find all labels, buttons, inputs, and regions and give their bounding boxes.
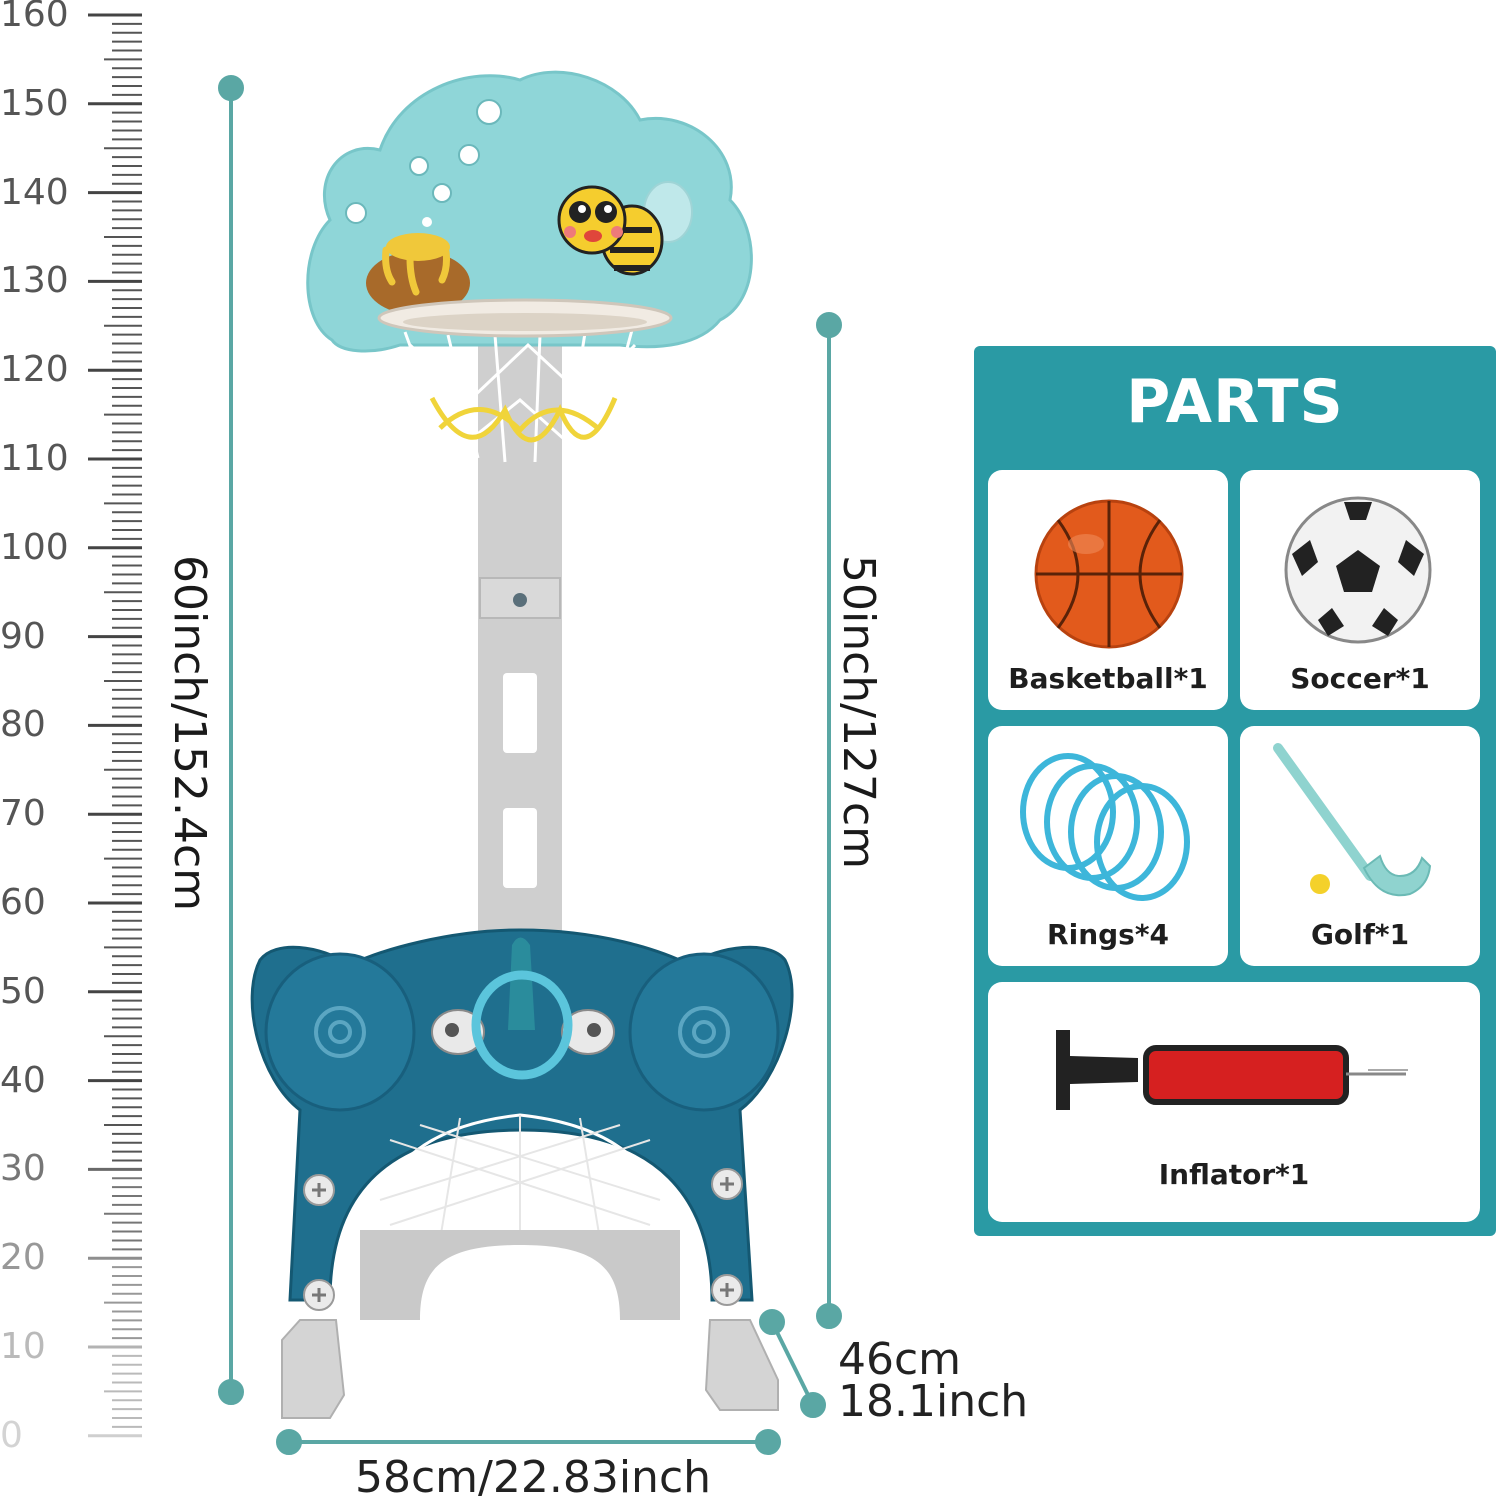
part-card-soccer: Soccer*1 — [1240, 470, 1480, 710]
depth-dimension-line — [759, 1309, 826, 1418]
parts-panel: PARTS Basketball*1 Soccer*1 — [974, 346, 1496, 1236]
ruler-label: 100 — [0, 526, 69, 568]
height-pole — [478, 330, 562, 950]
cloud-backboard — [306, 70, 753, 353]
part-label-golf: Golf*1 — [1310, 918, 1410, 951]
honey-pot-decal — [366, 233, 470, 315]
ruler-label: 130 — [0, 260, 69, 302]
bee-decal — [557, 181, 693, 276]
ruler-label: 30 — [0, 1148, 46, 1190]
ruler-label: 50 — [0, 970, 46, 1012]
ruler-label: 20 — [0, 1237, 46, 1279]
part-card-golf: Golf*1 — [1240, 726, 1480, 966]
total-height-label: 60inch/152.4cm — [164, 555, 215, 912]
soccer-ball-icon — [1284, 496, 1432, 644]
rings-icon — [1020, 753, 1190, 901]
ruler-label: 90 — [0, 615, 46, 657]
depth-inch-label: 18.1inch — [838, 1376, 1029, 1427]
elephant-base — [250, 928, 794, 1419]
part-label-basketball: Basketball*1 — [1008, 662, 1208, 695]
ruler-label: 120 — [0, 349, 69, 391]
part-label-rings: Rings*4 — [1047, 918, 1169, 951]
ruler-label: 70 — [0, 793, 46, 835]
ruler-label: 160 — [0, 0, 69, 35]
pole-height-dimension-line — [816, 312, 842, 1329]
pole-height-label: 50inch/127cm — [833, 555, 884, 870]
basketball-icon — [1034, 499, 1184, 649]
ruler-label: 140 — [0, 171, 69, 213]
part-card-basketball: Basketball*1 — [988, 470, 1228, 710]
part-label-soccer: Soccer*1 — [1290, 662, 1430, 695]
depth-cm-label: 46cm — [838, 1334, 962, 1385]
total-height-dimension-line — [218, 75, 244, 1405]
part-card-inflator: Inflator*1 — [988, 982, 1480, 1222]
ruler-label: 40 — [0, 1059, 46, 1101]
width-dimension-line — [276, 1429, 781, 1455]
ruler-ticks — [88, 13, 142, 1438]
width-label: 58cm/22.83inch — [355, 1452, 712, 1503]
parts-title: PARTS — [1126, 367, 1344, 437]
ruler-label: 0 — [0, 1414, 23, 1456]
ruler-label: 110 — [0, 438, 69, 479]
pump-icon — [1056, 1030, 1408, 1110]
basketball-hoop — [377, 298, 673, 463]
ruler-label: 60 — [0, 882, 46, 923]
ruler-label: 10 — [0, 1326, 46, 1367]
ruler-label: 80 — [0, 704, 46, 746]
part-card-rings: Rings*4 — [988, 726, 1228, 966]
part-label-inflator: Inflator*1 — [1158, 1158, 1310, 1191]
ruler-label: 150 — [0, 82, 69, 124]
golf-club-icon — [1273, 743, 1432, 897]
